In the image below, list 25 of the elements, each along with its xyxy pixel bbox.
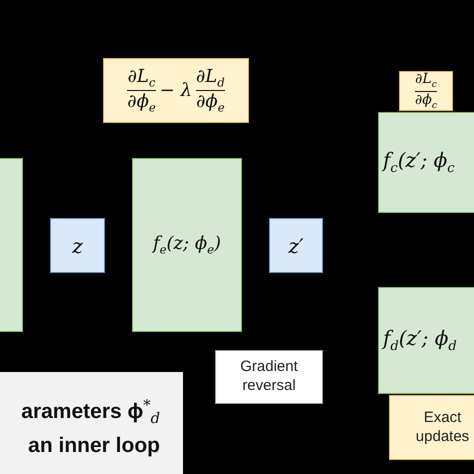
math-term: ∂ϕ$_{e}$ bbox=[196, 92, 225, 114]
box-label: Gradient reversal bbox=[239, 358, 299, 396]
note-box bbox=[215, 350, 323, 404]
block-box bbox=[378, 112, 474, 213]
block-box bbox=[132, 158, 242, 332]
math-label: f$_{c}$(z′; ϕ$_{c}$ bbox=[383, 148, 455, 176]
math-label: z bbox=[72, 234, 83, 256]
block-box bbox=[50, 218, 105, 273]
block-box bbox=[378, 287, 474, 394]
box-label: Exact updates bbox=[414, 408, 470, 446]
caption-text: an inner loop bbox=[28, 432, 160, 459]
math-term: ∂L$_{c}$ bbox=[128, 66, 156, 89]
math-label: f$_{d}$(z′; ϕ$_{d}$ bbox=[383, 326, 457, 354]
formula-box bbox=[103, 58, 249, 123]
formula-box bbox=[399, 71, 453, 111]
note-panel bbox=[0, 372, 183, 474]
math-term: − λ bbox=[160, 80, 192, 101]
note-box bbox=[389, 395, 474, 460]
math-term: ∂ϕ$_{c}$ bbox=[415, 92, 437, 110]
block-box bbox=[269, 218, 323, 273]
math-label: z′ bbox=[288, 234, 304, 256]
math-term: ∂ϕ$_{e}$ bbox=[127, 92, 156, 114]
math-term: ∂L$_{c}$ bbox=[415, 72, 437, 90]
math-label: f$_{e}$(z; ϕ$_{e}$) bbox=[152, 234, 222, 256]
math-term: ∂L$_{d}$ bbox=[196, 66, 225, 89]
